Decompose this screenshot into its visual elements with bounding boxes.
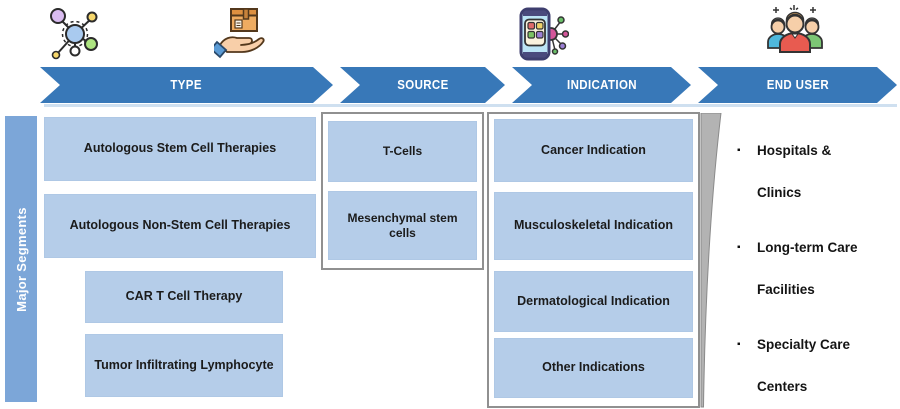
banner-label-source: SOURCE	[396, 78, 449, 92]
indication-item-cancer: Cancer Indication	[494, 119, 693, 182]
smartphone-network-icon	[519, 7, 569, 61]
type-item-car-t-cell: CAR T Cell Therapy	[85, 271, 283, 323]
list-item: ▪ Specialty Care Centers	[737, 324, 892, 408]
indication-item-dermatological: Dermatological Indication	[494, 271, 693, 332]
banner-segment-end-user: END USER	[698, 67, 897, 103]
banner-label-indication: INDICATION	[566, 78, 637, 92]
bullet-icon: ▪	[737, 145, 741, 156]
banner-label-type: TYPE	[170, 78, 203, 92]
end-user-item-hospitals-clinics: Hospitals & Clinics	[757, 143, 832, 200]
end-user-item-long-term-care: Long-term Care Facilities	[757, 240, 858, 297]
indication-item-musculoskeletal: Musculoskeletal Indication	[494, 192, 693, 260]
end-user-item-specialty-care: Specialty Care Centers	[757, 337, 851, 394]
type-item-tumor-infiltrating: Tumor Infiltrating Lymphocyte	[85, 334, 283, 397]
type-item-autologous-non-stem-cell: Autologous Non-Stem Cell Therapies	[44, 194, 316, 258]
divider-wedge	[700, 113, 722, 408]
end-user-list: ▪ Hospitals & Clinics ▪ Long-term Care F…	[737, 130, 892, 409]
source-item-t-cells: T-Cells	[328, 121, 477, 182]
list-item: ▪ Hospitals & Clinics	[737, 130, 892, 214]
type-item-autologous-stem-cell: Autologous Stem Cell Therapies	[44, 117, 316, 181]
banner-segment-indication: INDICATION	[512, 67, 691, 103]
banner-underline	[44, 104, 897, 107]
major-segments-label: Major Segments	[13, 206, 29, 312]
source-item-mesenchymal: Mesenchymal stem cells	[328, 191, 477, 260]
hand-delivery-box-icon	[214, 8, 265, 59]
bullet-icon: ▪	[737, 242, 741, 253]
banner-segment-type: TYPE	[40, 67, 333, 103]
molecule-network-icon	[50, 8, 98, 60]
banner-label-end-user: END USER	[766, 78, 829, 92]
bullet-icon: ▪	[737, 339, 741, 350]
indication-item-other: Other Indications	[494, 338, 693, 398]
major-segments-bar: Major Segments	[5, 116, 37, 402]
banner-segment-source: SOURCE	[340, 67, 505, 103]
list-item: ▪ Long-term Care Facilities	[737, 227, 892, 311]
people-group-icon	[767, 5, 823, 53]
